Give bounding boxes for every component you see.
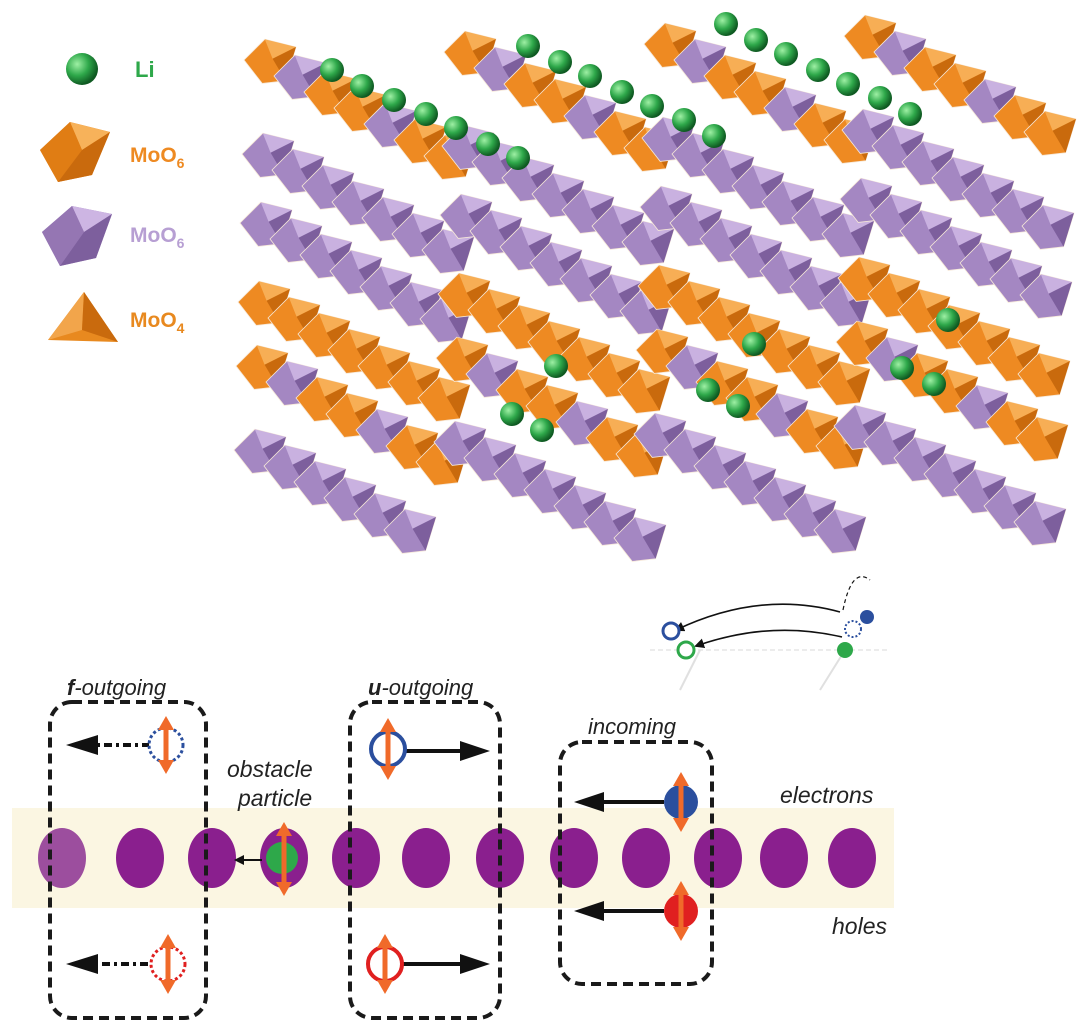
u-outgoing-box	[348, 700, 502, 1020]
inset-electron-dashed-icon	[844, 620, 862, 638]
legend: Li MoO6 MoO6	[40, 53, 185, 342]
incoming-title: incoming	[588, 714, 677, 739]
legend-moo6-purple-label: MoO6	[130, 224, 185, 251]
li-atom	[672, 108, 696, 132]
spin-arrow-icon	[380, 718, 396, 780]
li-atom	[726, 394, 750, 418]
li-atom	[444, 116, 468, 140]
li-atom	[640, 94, 664, 118]
li-atom	[898, 102, 922, 126]
li-atom	[868, 86, 892, 110]
u-outgoing-electron	[369, 718, 490, 780]
f-outgoing-box	[48, 700, 208, 1020]
li-atom	[836, 72, 860, 96]
carrier-diagram: f-outgoing u-outgoing incoming obstacle …	[12, 675, 894, 1020]
lattice-site	[332, 828, 380, 888]
li-atom	[696, 378, 720, 402]
holes-label: holes	[832, 913, 887, 939]
lattice-site	[188, 828, 236, 888]
legend-moo4: MoO4	[48, 292, 185, 342]
tetrahedron-orange-icon	[48, 292, 118, 342]
incoming-electron	[574, 772, 698, 832]
li-atom	[516, 34, 540, 58]
li-atom	[578, 64, 602, 88]
li-atom	[320, 58, 344, 82]
inset-hole-li-empty-icon	[676, 640, 696, 660]
li-atom	[890, 356, 914, 380]
spin-arrow-icon	[160, 934, 176, 994]
f-outgoing-title: f-outgoing	[67, 675, 167, 700]
li-atom	[506, 146, 530, 170]
li-atom	[714, 12, 738, 36]
li-atom	[774, 42, 798, 66]
li-atom	[500, 402, 524, 426]
inset-scattering-schematic	[650, 576, 890, 691]
li-atom	[476, 132, 500, 156]
inset-hole-electron-empty-icon	[661, 621, 681, 641]
obstacle-particle	[234, 822, 298, 896]
octahedron-orange-icon	[40, 122, 110, 182]
lattice-site	[38, 828, 86, 888]
octahedron-purple-icon	[42, 206, 112, 266]
legend-moo6-purple: MoO6	[42, 206, 185, 266]
li-atom	[548, 50, 572, 74]
incoming-box	[558, 740, 714, 986]
lattice-site	[760, 828, 808, 888]
li-atom	[382, 88, 406, 112]
lattice-site	[622, 828, 670, 888]
li-sphere-icon	[66, 53, 98, 85]
electrons-label: electrons	[780, 782, 874, 808]
crystal-structure-illustration	[233, 0, 1077, 562]
li-atom	[414, 102, 438, 126]
li-atom	[936, 308, 960, 332]
f-outgoing-electron	[66, 716, 185, 774]
li-atom	[702, 124, 726, 148]
li-atom	[530, 418, 554, 442]
inset-electron-dot-icon	[860, 610, 874, 624]
u-outgoing-hole	[366, 934, 490, 994]
legend-moo6-orange: MoO6	[40, 122, 185, 182]
legend-li: Li	[66, 53, 155, 85]
legend-li-label: Li	[135, 57, 155, 82]
legend-moo4-label: MoO4	[130, 309, 185, 336]
li-atom	[742, 332, 766, 356]
spin-arrow-icon	[276, 822, 292, 896]
li-atom	[350, 74, 374, 98]
li-atom	[610, 80, 634, 104]
spin-arrow-icon	[673, 881, 689, 941]
li-atom	[806, 58, 830, 82]
f-outgoing-hole	[66, 934, 187, 994]
incoming-hole	[574, 881, 698, 941]
lattice-site	[828, 828, 876, 888]
lattice-site	[550, 828, 598, 888]
obstacle-label-line2: particle	[237, 785, 312, 811]
lattice-site	[116, 828, 164, 888]
li-atom	[544, 354, 568, 378]
obstacle-label-line1: obstacle	[227, 756, 313, 782]
lattice-site	[694, 828, 742, 888]
spin-arrow-icon	[158, 716, 174, 774]
spin-arrow-icon	[377, 934, 393, 994]
legend-moo6-orange-label: MoO6	[130, 144, 185, 171]
spin-arrow-icon	[673, 772, 689, 832]
inset-li-dot-icon	[837, 642, 853, 658]
u-outgoing-title: u-outgoing	[368, 675, 474, 700]
li-atom	[744, 28, 768, 52]
li-atom	[922, 372, 946, 396]
lattice-site	[402, 828, 450, 888]
